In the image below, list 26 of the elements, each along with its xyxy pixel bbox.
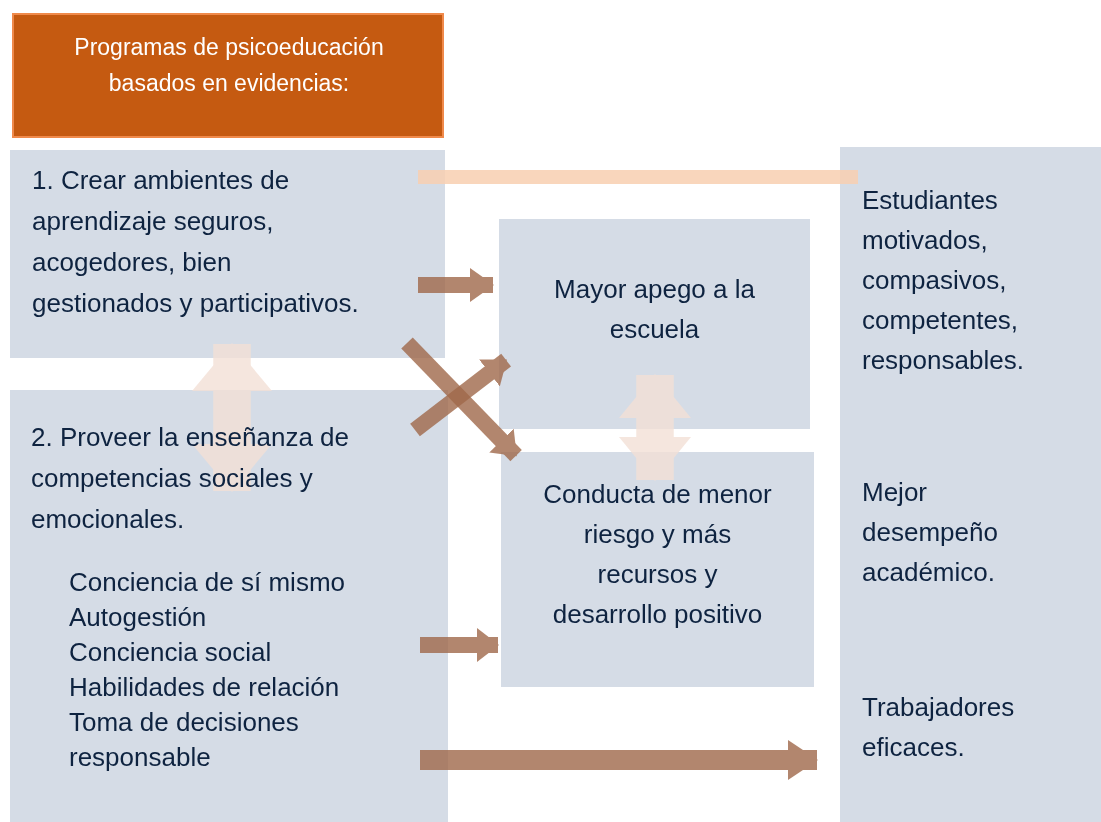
arrow [420, 628, 499, 662]
body-text: 1. Crear ambientes de aprendizaje seguros, acogedores, bien gestionados y participativos. [32, 164, 360, 320]
outcome-box [501, 452, 814, 687]
body-text: 2. Proveer la enseñanza de competencias sociales y emocionales. [31, 421, 350, 536]
body-text: Estudiantes motivados, compasivos, competentes, responsables. [862, 184, 1025, 377]
process-box [10, 390, 448, 822]
body-text: Trabajadores eficaces. [862, 691, 1016, 764]
body-text: Mejor desempeño académico. [862, 476, 999, 589]
body-text: Conducta de menor riesgo y más recursos y desarrollo positivo [542, 478, 773, 631]
title-box [12, 13, 444, 138]
result-box [840, 147, 1101, 822]
process-box [10, 150, 445, 358]
heading-text: Programas de psicoeducación basados en evidencias: [73, 33, 385, 98]
list-item: Habilidades de relación [69, 671, 341, 704]
outcome-box [499, 219, 810, 429]
list-item: Conciencia social [69, 636, 273, 669]
list-item: Conciencia de sí mismo [69, 566, 346, 599]
list-item: Autogestión [69, 601, 208, 634]
double-arrow [192, 343, 272, 492]
arrow [418, 268, 494, 302]
body-text: Mayor apego a la escuela [553, 273, 756, 346]
arrow [401, 337, 522, 462]
arrow [420, 740, 818, 780]
connector-bar [418, 170, 858, 184]
list-item: Toma de decisiones responsable [69, 706, 300, 774]
double-arrow [619, 374, 691, 481]
